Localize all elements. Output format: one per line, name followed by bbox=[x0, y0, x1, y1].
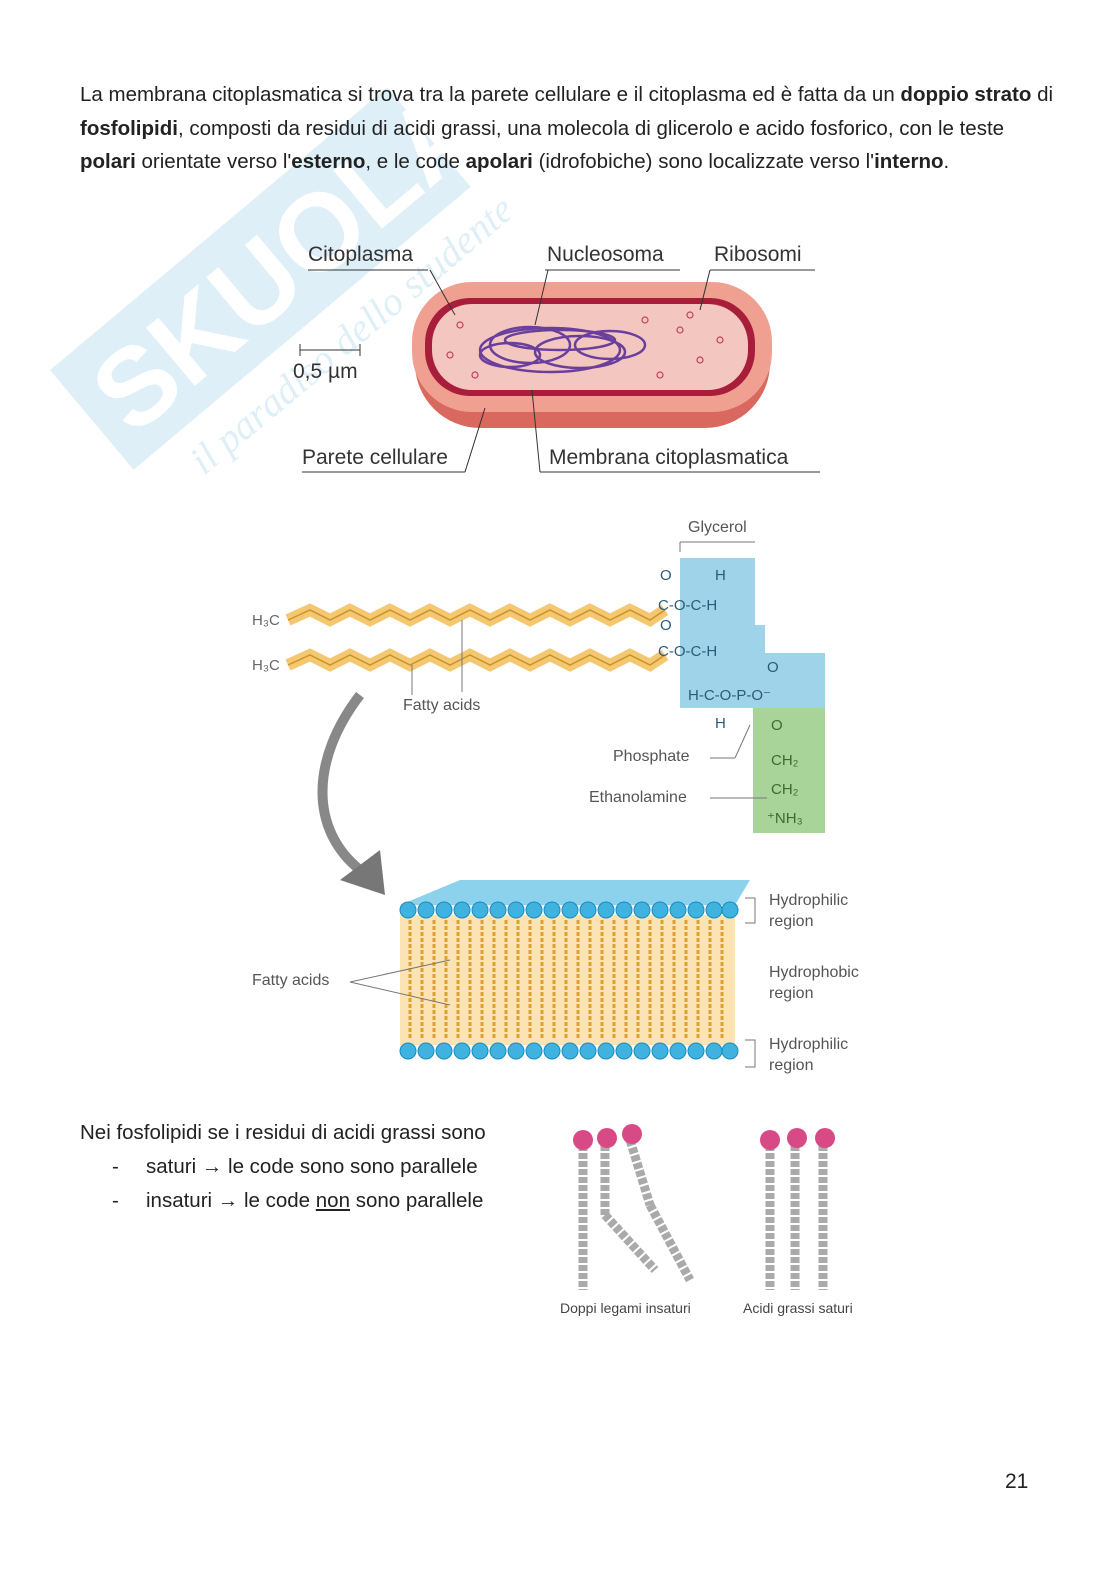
label-glycerol: Glycerol bbox=[688, 519, 747, 536]
label-hydrophilic-bottom: Hydrophilic region bbox=[769, 1036, 849, 1074]
svg-text:O: O bbox=[660, 567, 672, 584]
label-bilayer-fatty-acids: Fatty acids bbox=[252, 972, 330, 989]
phospholipid-structure: O H C-O-C-H O C-O-C-H O H-C-O-P-O⁻ H O CH₂ CH₂… bbox=[252, 541, 825, 1068]
svg-text:H₃C: H₃C bbox=[252, 612, 280, 629]
bacterial-cell-illustration bbox=[299, 269, 820, 473]
svg-text:CH₂: CH₂ bbox=[771, 781, 799, 798]
svg-text:CH₂: CH₂ bbox=[771, 752, 799, 769]
label-parete-cellulare: Parete cellulare bbox=[302, 446, 448, 469]
bullet-dash: - bbox=[112, 1155, 119, 1178]
label-ribosomi: Ribosomi bbox=[714, 243, 802, 266]
bullet-dash: - bbox=[112, 1189, 119, 1212]
text: La membrana citoplasmatica si trova tra … bbox=[80, 83, 901, 106]
svg-text:H₃C: H₃C bbox=[252, 657, 280, 674]
label-citoplasma: Citoplasma bbox=[308, 243, 414, 266]
saturation-list: Nei fosfolipidi se i residui di acidi gr… bbox=[80, 1116, 486, 1218]
intro-paragraph: La membrana citoplasmatica si trova tra … bbox=[80, 78, 1060, 179]
text: , composti da residui di acidi grassi, u… bbox=[177, 116, 1005, 140]
svg-text:⁺NH₃: ⁺NH₃ bbox=[767, 810, 803, 827]
svg-text:O: O bbox=[771, 717, 783, 734]
text: , e le code bbox=[365, 150, 466, 174]
underlined-text: non bbox=[315, 1189, 350, 1212]
svg-text:H-C-O-P-O⁻: H-C-O-P-O⁻ bbox=[688, 687, 771, 704]
list-item: - insaturi → le code non sono parallele bbox=[80, 1184, 486, 1218]
svg-text:C-O-C-H: C-O-C-H bbox=[658, 643, 717, 660]
list-intro: Nei fosfolipidi se i residui di acidi gr… bbox=[80, 1121, 486, 1144]
bold-text: fosfolipidi bbox=[80, 116, 178, 140]
label-membrana-citoplasmatica: Membrana citoplasmatica bbox=[549, 446, 789, 469]
watermark-logo: SKUOLA il paradiso dello studente bbox=[50, 63, 510, 483]
list-item: - saturi → le code sono sono parallele bbox=[80, 1150, 486, 1184]
label-unsaturated: Doppi legami insaturi bbox=[560, 1300, 691, 1316]
svg-text:O: O bbox=[767, 659, 779, 676]
page-number: 21 bbox=[1005, 1470, 1029, 1493]
label-fatty-acids: Fatty acids bbox=[403, 697, 481, 714]
bold-text: esterno bbox=[291, 150, 366, 174]
svg-text:C-O-C-H: C-O-C-H bbox=[658, 597, 717, 614]
label-saturated: Acidi grassi saturi bbox=[743, 1300, 853, 1316]
list-item-text: sono parallele bbox=[350, 1189, 484, 1212]
label-hydrophobic: Hydrophobic region bbox=[769, 964, 859, 1002]
scale-bar-label: 0,5 µm bbox=[293, 360, 358, 383]
bold-text: polari bbox=[80, 150, 136, 174]
label-nucleosoma: Nucleosoma bbox=[547, 243, 664, 266]
fatty-acid-tails-illustration bbox=[573, 1124, 835, 1290]
list-item-text: insaturi → le code bbox=[146, 1189, 316, 1212]
bold-text: doppio strato bbox=[900, 83, 1032, 106]
label-ethanolamine: Ethanolamine bbox=[589, 789, 687, 806]
text: (idrofobiche) sono localizzate verso l' bbox=[532, 150, 875, 174]
text: di bbox=[1031, 83, 1054, 106]
label-phosphate: Phosphate bbox=[613, 748, 690, 765]
label-hydrophilic-top: Hydrophilic region bbox=[769, 892, 849, 930]
bold-text: apolari bbox=[465, 150, 533, 174]
list-item-text: saturi → le code sono sono parallele bbox=[146, 1155, 478, 1178]
svg-text:O: O bbox=[660, 617, 672, 634]
text: orientate verso l' bbox=[135, 150, 292, 174]
text: . bbox=[943, 150, 950, 174]
svg-text:H: H bbox=[715, 715, 726, 732]
svg-text:H: H bbox=[715, 567, 726, 584]
bold-text: interno bbox=[874, 150, 944, 174]
